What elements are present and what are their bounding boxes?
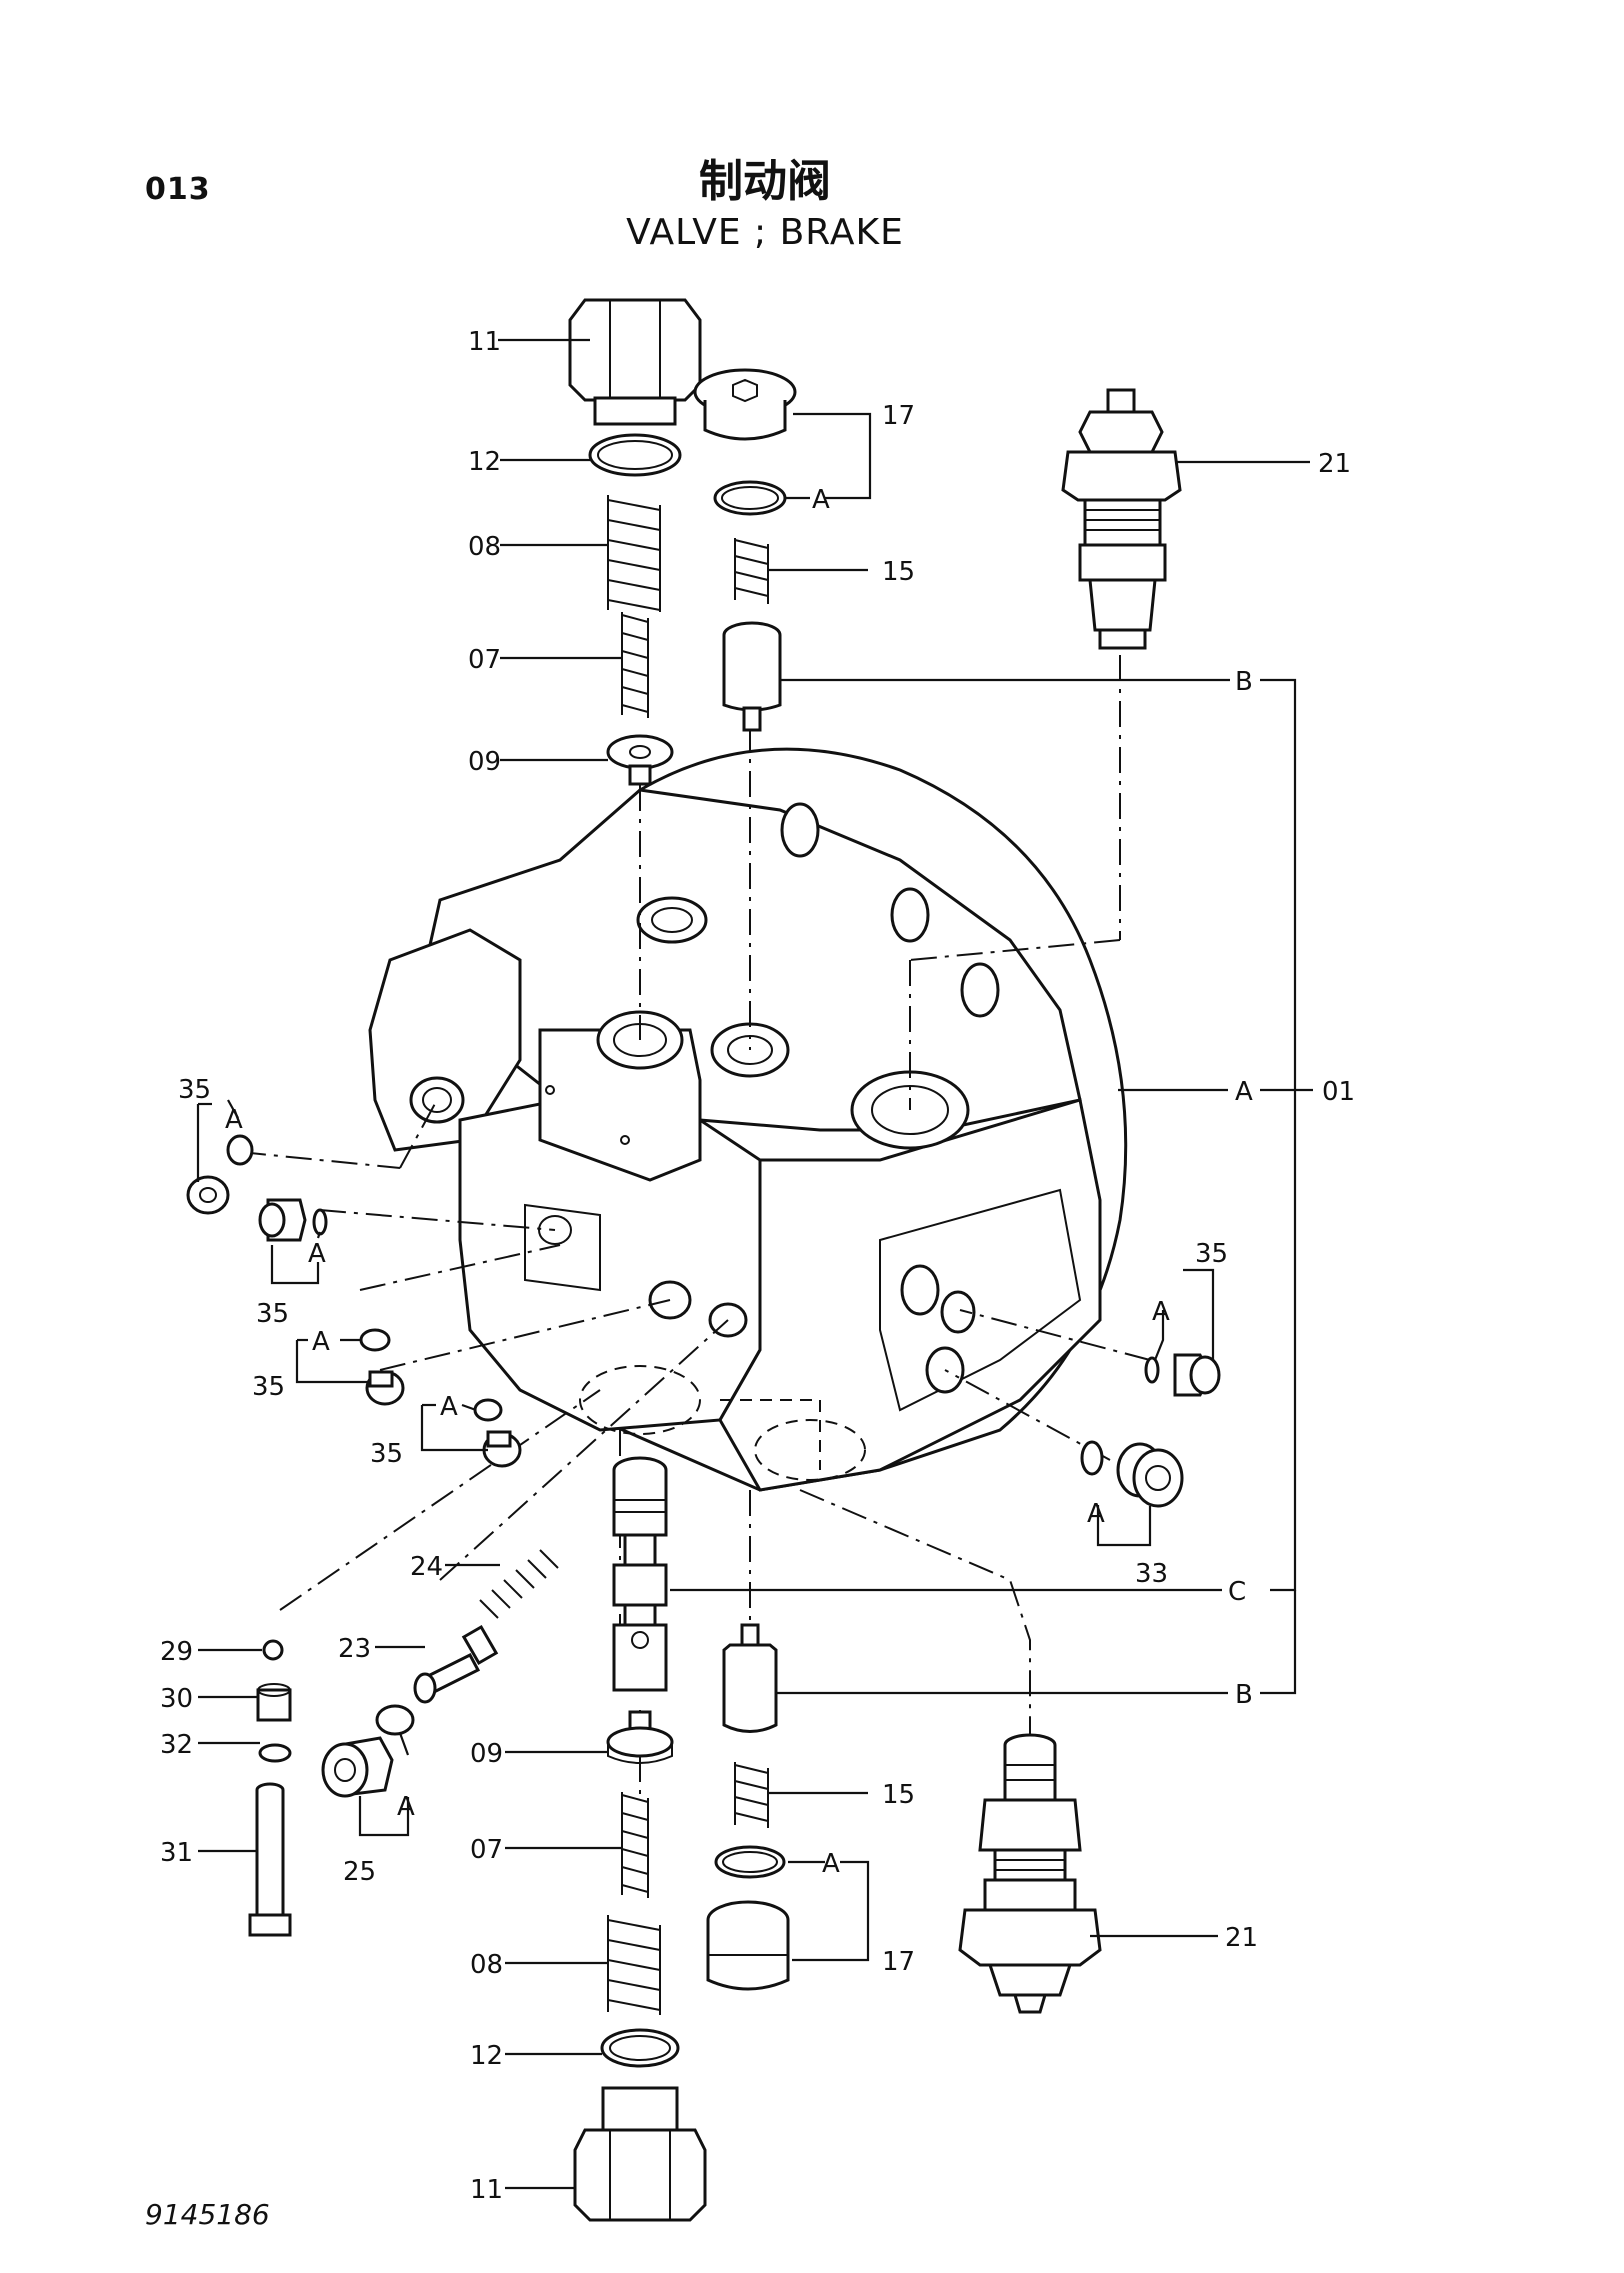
- callout-12-bottom: 12: [470, 2041, 503, 2071]
- callout-35-e: 35: [1195, 1239, 1228, 1269]
- ref-a-33: A: [1087, 1499, 1105, 1529]
- ref-b-top: B: [1235, 667, 1253, 697]
- figure-code: 9145186: [145, 2198, 270, 2231]
- callout-labels: 11 12 08 07 09 17 15 21 01 35 35 35 35 3…: [160, 327, 1355, 2205]
- callout-09-top: 09: [468, 747, 501, 777]
- callout-31: 31: [160, 1838, 193, 1868]
- bottom-middle-stack: [706, 1623, 790, 1991]
- callout-30: 30: [160, 1684, 193, 1714]
- ref-a-35b: A: [308, 1239, 326, 1269]
- callout-24: 24: [410, 1552, 443, 1582]
- callout-35-c: 35: [252, 1372, 285, 1402]
- callout-25: 25: [343, 1857, 376, 1887]
- callout-33: 33: [1135, 1559, 1168, 1589]
- top-left-stack: [568, 298, 702, 786]
- callout-01: 01: [1322, 1077, 1355, 1107]
- callout-11-top: 11: [468, 327, 501, 357]
- callout-12-top: 12: [468, 447, 501, 477]
- ref-c: C: [1228, 1577, 1246, 1607]
- ref-a-35e: A: [1152, 1297, 1170, 1327]
- callout-09-bottom: 09: [470, 1739, 503, 1769]
- page-code: 013: [145, 172, 211, 207]
- callout-08-top: 08: [468, 532, 501, 562]
- callout-11-bottom: 11: [470, 2175, 503, 2205]
- callout-07-bottom: 07: [470, 1835, 503, 1865]
- callout-21-bottom: 21: [1225, 1923, 1258, 1953]
- callout-35-d: 35: [370, 1439, 403, 1469]
- bottom-left-stack: [573, 1710, 707, 2222]
- callout-17-top: 17: [882, 401, 915, 431]
- ref-a-35c: A: [312, 1327, 330, 1357]
- callout-15-bottom: 15: [882, 1780, 915, 1810]
- callout-08-bottom: 08: [470, 1950, 503, 1980]
- ref-a-35a: A: [225, 1105, 243, 1135]
- top-middle-stack: [693, 368, 797, 732]
- callout-15-top: 15: [882, 557, 915, 587]
- title-english: VALVE ; BRAKE: [626, 212, 904, 253]
- center-spool: [612, 1456, 668, 1692]
- callout-21-top: 21: [1318, 449, 1351, 479]
- left-plugs-35: [186, 1134, 522, 1468]
- callout-35-b: 35: [256, 1299, 289, 1329]
- ref-a-35d: A: [440, 1392, 458, 1422]
- ref-a-top17: A: [812, 485, 830, 515]
- callout-32: 32: [160, 1730, 193, 1760]
- callout-29: 29: [160, 1637, 193, 1667]
- lower-left-parts: [248, 1549, 559, 1937]
- callout-07-top: 07: [468, 645, 501, 675]
- right-plugs: [1080, 1353, 1221, 1508]
- bottom-cartridge-valve: [958, 1733, 1102, 2014]
- valve-body: [368, 747, 1128, 1492]
- callout-17-bottom: 17: [882, 1947, 915, 1977]
- ref-b-bottom: B: [1235, 1680, 1253, 1710]
- top-cartridge-valve: [1061, 388, 1182, 650]
- title-chinese: 制动阀: [699, 156, 831, 207]
- leader-lines: [196, 338, 1313, 2190]
- ref-a-bottom17: A: [822, 1849, 840, 1879]
- ref-a-body: A: [1235, 1077, 1253, 1107]
- ref-a-25: A: [397, 1792, 415, 1822]
- callout-23: 23: [338, 1634, 371, 1664]
- callout-35-a: 35: [178, 1075, 211, 1105]
